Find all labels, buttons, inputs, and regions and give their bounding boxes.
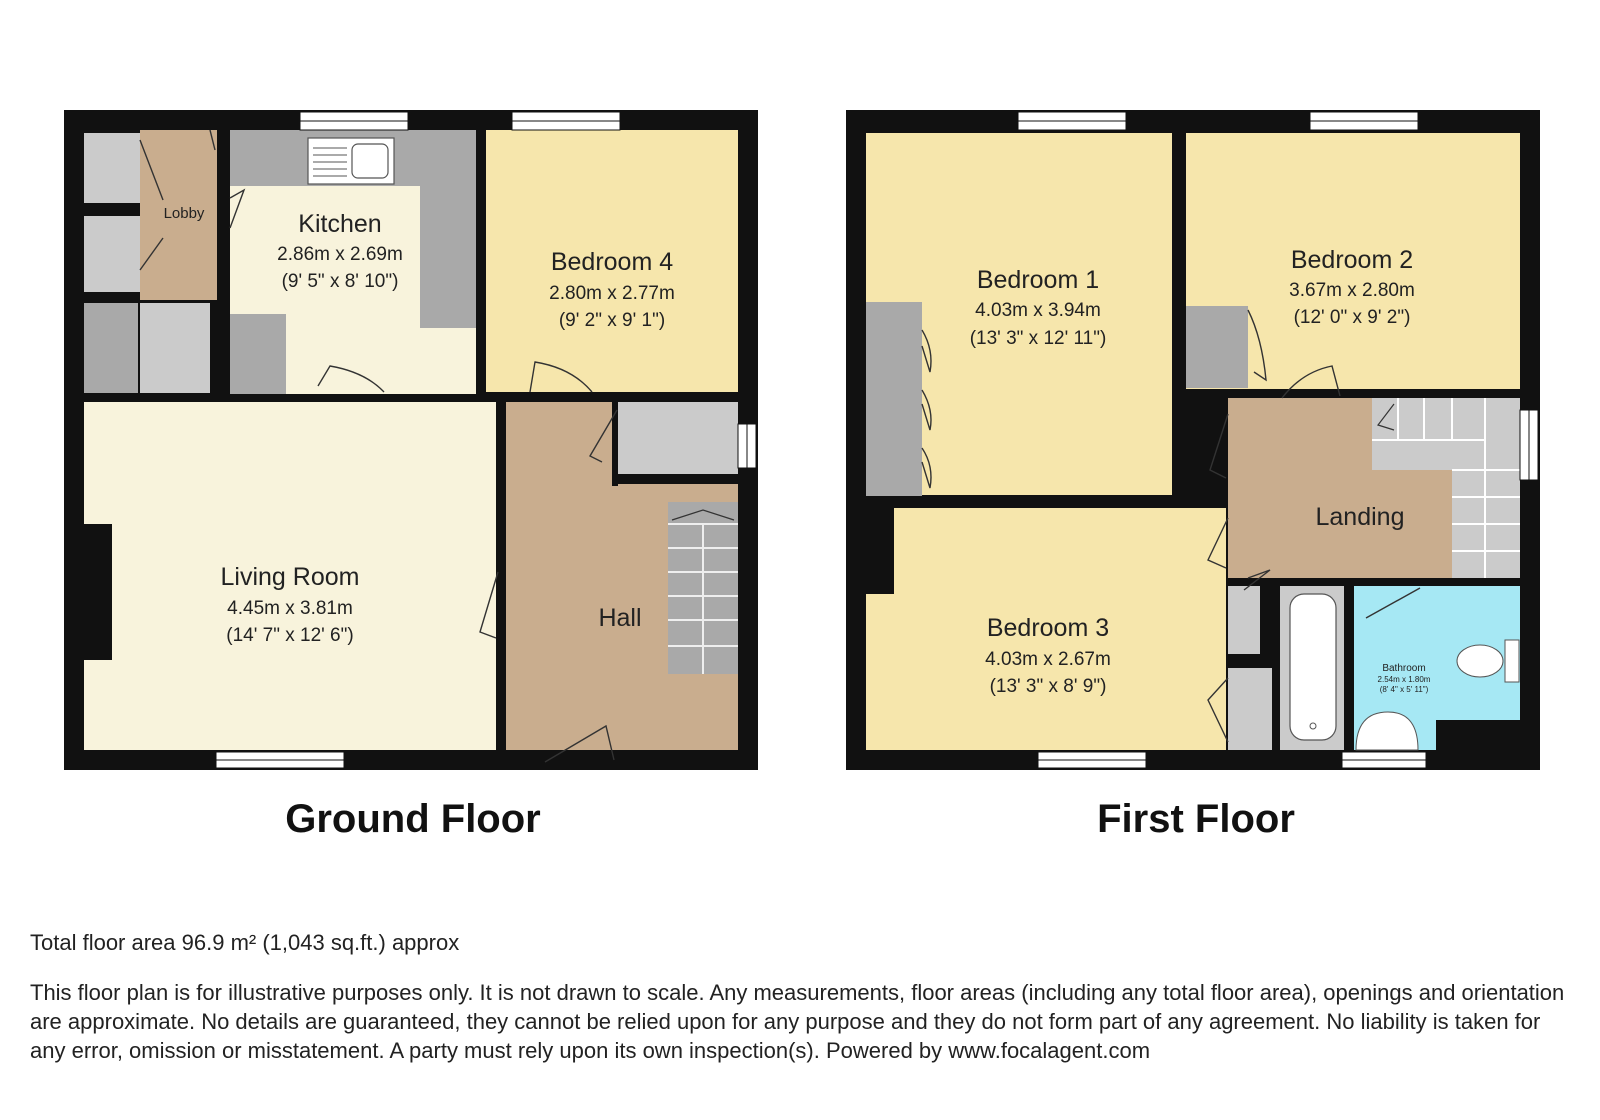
staircase [668, 502, 738, 674]
bath-icon [1280, 586, 1344, 750]
windows [1017, 111, 1539, 769]
hall-cupboard-wall [612, 474, 738, 484]
room-label-bedroom-4: Bedroom 4 [551, 248, 673, 276]
living-room-floor [84, 402, 496, 750]
chimney-breast [84, 524, 112, 660]
windows [215, 111, 757, 769]
floor-title-first: First Floor [1097, 797, 1295, 841]
door-arcs [921, 309, 1421, 743]
cupboard [84, 303, 138, 393]
sink-icon [307, 137, 395, 185]
room-dimensions-bedroom-1-metric: 4.03m x 3.94m [975, 300, 1101, 321]
ground-floor-plan: Lobby Kitchen 2.86m x 2.69m (9' 5" x 8' … [64, 110, 758, 770]
floor-title-ground: Ground Floor [285, 797, 541, 841]
room-label-landing: Landing [1316, 503, 1405, 531]
room-dimensions-living-room-metric: 4.45m x 3.81m [227, 598, 353, 619]
room-dimensions-bedroom-1-imperial: (13' 3" x 12' 11") [970, 328, 1107, 349]
staircase [1372, 398, 1520, 578]
bedroom-1-wardrobe [866, 302, 922, 496]
room-dimensions-bedroom-3-imperial: (13' 3" x 8' 9") [990, 676, 1107, 697]
cupboard [140, 303, 210, 393]
kitchen-worktop [230, 130, 476, 328]
room-dimensions-kitchen-imperial: (9' 5" x 8' 10") [282, 271, 399, 292]
room-dimensions-living-room-imperial: (14' 7" x 12' 6") [226, 625, 353, 646]
room-label-bathroom: Bathroom [1382, 663, 1425, 674]
basin-icon [1355, 711, 1419, 751]
total-floor-area: Total floor area 96.9 m² (1,043 sq.ft.) … [30, 930, 460, 955]
bedroom-3-floor [866, 508, 1226, 750]
disclaimer-text: This floor plan is for illustrative purp… [30, 980, 1565, 1063]
room-label-hall: Hall [598, 604, 641, 632]
hall-cupboard-wall [612, 402, 618, 486]
room-label-bedroom-2: Bedroom 2 [1291, 246, 1413, 274]
bedroom-2-wardrobe [1186, 306, 1248, 388]
bedroom-3-wall-notch [866, 508, 894, 594]
room-dimensions-bedroom-2-imperial: (12' 0" x 9' 2") [1294, 307, 1411, 328]
lobby-floor [140, 130, 217, 300]
cupboard [84, 216, 140, 292]
cupboard [1228, 668, 1272, 750]
bedroom-4-floor [486, 130, 738, 392]
room-dimensions-bathroom-imperial: (8' 4" x 5' 11") [1380, 685, 1429, 694]
kitchen-worktop [230, 314, 286, 394]
room-dimensions-bedroom-4-imperial: (9' 2" x 9' 1") [559, 310, 665, 331]
room-label-bedroom-1: Bedroom 1 [977, 266, 1099, 294]
room-label-kitchen: Kitchen [298, 210, 381, 238]
room-dimensions-kitchen-metric: 2.86m x 2.69m [277, 244, 403, 265]
room-dimensions-bedroom-4-metric: 2.80m x 2.77m [549, 283, 675, 304]
room-dimensions-bathroom-metric: 2.54m x 1.80m [1378, 675, 1431, 684]
toilet-icon [1456, 639, 1520, 683]
door-arcs [139, 129, 618, 763]
room-label-living-room: Living Room [221, 563, 360, 591]
room-label-bedroom-3: Bedroom 3 [987, 614, 1109, 642]
floor-plan-drawing: Lobby Kitchen 2.86m x 2.69m (9' 5" x 8' … [64, 110, 1540, 841]
bathroom-floor [1354, 586, 1520, 750]
first-floor-plan: Bedroom 1 4.03m x 3.94m (13' 3" x 12' 11… [846, 110, 1540, 770]
room-label-lobby: Lobby [164, 205, 205, 222]
room-dimensions-bedroom-2-metric: 3.67m x 2.80m [1289, 280, 1415, 301]
hall-cupboard [617, 402, 738, 474]
cupboard [84, 133, 140, 203]
cupboard [1228, 586, 1260, 654]
room-dimensions-bedroom-3-metric: 4.03m x 2.67m [985, 649, 1111, 670]
